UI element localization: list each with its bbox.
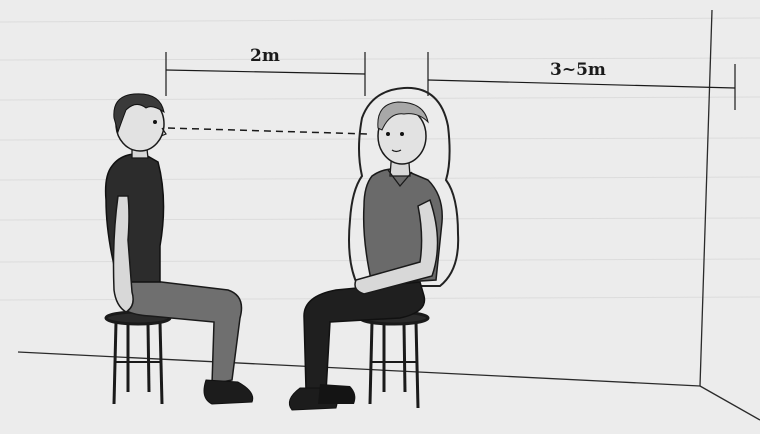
distance-label-near: 2m	[250, 46, 280, 66]
wall-corner-line	[700, 10, 712, 386]
observer-pants	[118, 278, 242, 384]
observer-shoe	[204, 380, 253, 404]
subject-stool	[360, 312, 428, 408]
subject-pants	[304, 282, 425, 392]
subject-figure	[289, 88, 458, 410]
floor-right-line	[700, 386, 760, 420]
observer-figure	[106, 94, 253, 404]
distance-label-far: 3~5m	[550, 60, 606, 80]
floor-line	[18, 352, 700, 386]
gaze-dashed-line	[168, 128, 368, 134]
